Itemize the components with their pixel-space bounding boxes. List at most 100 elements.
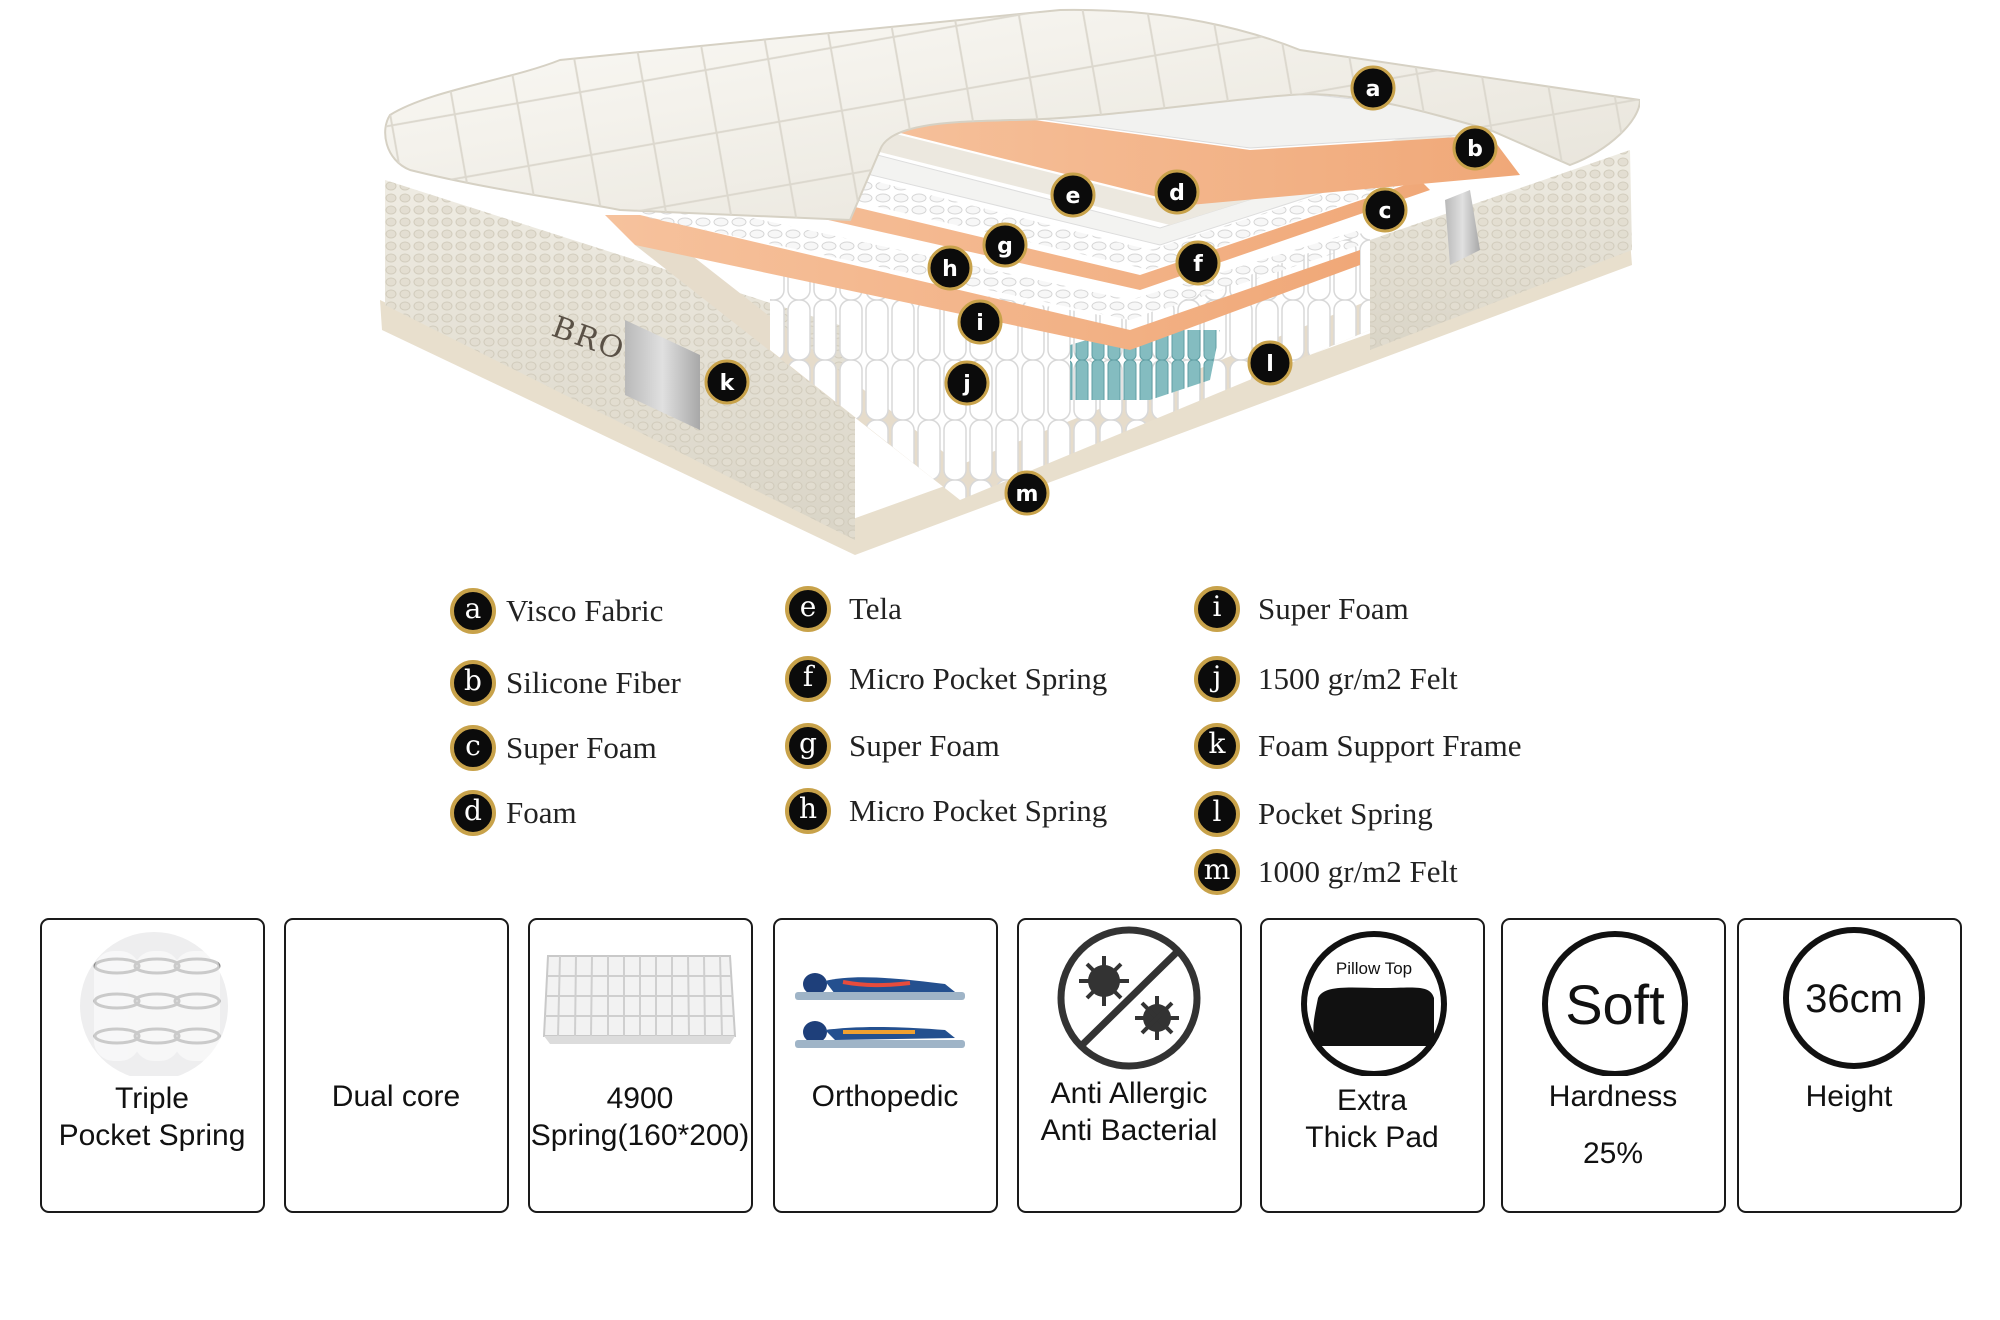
feature-card-triple-pocket-spring: Triple Pocket Spring: [40, 918, 265, 1213]
diagram-callouts: a b c d e f g h i j k l m: [704, 65, 1498, 516]
callout-j: j: [944, 360, 990, 406]
legend-item-m: m 1000 gr/m2 Felt: [1194, 847, 1458, 897]
feature-card-dual-core: Dual core: [284, 918, 509, 1213]
legend-badge: i: [1194, 586, 1240, 632]
svg-text:e: e: [1066, 184, 1081, 209]
feature-card-pillow-top: Pillow Top Extra Thick Pad: [1260, 918, 1485, 1213]
callout-a: a: [1350, 65, 1396, 111]
legend-label: Super Foam: [849, 728, 1000, 763]
legend-item-j: j 1500 gr/m2 Felt: [1194, 654, 1458, 704]
feature-text: Extra Thick Pad: [1262, 1082, 1482, 1156]
foam-frame-right: [1445, 190, 1480, 265]
svg-text:c: c: [1378, 199, 1391, 224]
feature-line1: Anti Allergic: [1050, 1077, 1208, 1110]
svg-text:36cm: 36cm: [1805, 977, 1903, 1021]
svg-text:Soft: Soft: [1565, 973, 1665, 1036]
legend-badge: j: [1194, 656, 1240, 702]
callout-e: e: [1050, 172, 1096, 218]
callout-c: c: [1362, 187, 1408, 233]
legend-badge: e: [785, 586, 831, 632]
feature-line2: Thick Pad: [1305, 1121, 1439, 1154]
feature-line2: Spring(160*200): [530, 1119, 750, 1152]
foam-frame-left: [625, 320, 700, 430]
feature-text: Height: [1739, 1078, 1959, 1115]
feature-text: Orthopedic: [775, 1078, 995, 1115]
svg-text:f: f: [1193, 252, 1203, 277]
legend-item-g: g Super Foam: [785, 721, 1000, 771]
svg-text:d: d: [1169, 181, 1185, 206]
feature-line2: Anti Bacterial: [1040, 1114, 1218, 1147]
feature-text: Dual core: [286, 1078, 506, 1115]
callout-g: g: [982, 222, 1028, 268]
legend-label: Silicone Fiber: [506, 665, 681, 700]
legend-item-l: l Pocket Spring: [1194, 789, 1433, 839]
super-foam-i: [605, 215, 1360, 350]
callout-b: b: [1452, 125, 1498, 171]
legend-item-c: c Super Foam: [450, 723, 657, 773]
callout-f: f: [1175, 240, 1221, 286]
pillow-top-icon: Pillow Top: [1301, 931, 1447, 1076]
feature-line2: Pocket Spring: [58, 1119, 246, 1152]
legend-label: Visco Fabric: [506, 593, 664, 628]
feature-text: 4900 Spring(160*200): [530, 1080, 750, 1154]
callout-k: k: [704, 359, 750, 405]
legend-badge: f: [785, 656, 831, 702]
feature-text: Anti Allergic Anti Bacterial: [1019, 1075, 1239, 1149]
height-circle-icon: 36cm: [1783, 927, 1925, 1069]
legend-badge: m: [1194, 849, 1240, 895]
legend-label: 1500 gr/m2 Felt: [1258, 661, 1458, 696]
legend-item-i: i Super Foam: [1194, 584, 1409, 634]
feature-card-height: 36cm Height: [1737, 918, 1962, 1213]
feature-line1: Hardness: [1548, 1080, 1678, 1113]
legend-label: Super Foam: [506, 730, 657, 765]
svg-text:b: b: [1467, 137, 1483, 162]
svg-text:g: g: [997, 234, 1013, 259]
callout-h: h: [927, 245, 973, 291]
feature-card-orthopedic: Orthopedic: [773, 918, 998, 1213]
super-foam-c: [840, 100, 1520, 205]
callout-m: m: [1004, 470, 1050, 516]
callout-d: d: [1154, 169, 1200, 215]
legend-label: Pocket Spring: [1258, 796, 1433, 831]
feature-line1: Extra: [1336, 1084, 1408, 1117]
legend-item-h: h Micro Pocket Spring: [785, 786, 1107, 836]
feature-card-anti-allergic: Anti Allergic Anti Bacterial: [1017, 918, 1242, 1213]
legend-item-e: e Tela: [785, 584, 902, 634]
legend-label: Foam Support Frame: [1258, 728, 1522, 763]
legend-label: Super Foam: [1258, 591, 1409, 626]
svg-text:h: h: [942, 257, 958, 282]
legend-label: 1000 gr/m2 Felt: [1258, 854, 1458, 889]
svg-text:k: k: [720, 371, 736, 396]
micro-spring-h: [635, 200, 1360, 320]
feature-card-hardness: Soft Hardness 25%: [1501, 918, 1726, 1213]
soft-circle-icon: Soft: [1542, 931, 1688, 1076]
no-bacteria-icon: [1057, 926, 1201, 1070]
callout-l: l: [1247, 340, 1293, 386]
svg-text:i: i: [976, 311, 984, 336]
spine-alignment-icon: [795, 973, 965, 1048]
legend-badge: l: [1194, 791, 1240, 837]
legend-item-a: a Visco Fabric: [450, 586, 663, 636]
legend-item-k: k Foam Support Frame: [1194, 721, 1522, 771]
teal-spring-core: [1070, 330, 1220, 400]
svg-text:m: m: [1016, 482, 1039, 507]
bottom-felt: [380, 240, 1632, 555]
legend-badge: h: [785, 788, 831, 834]
feature-line1: Height: [1805, 1080, 1893, 1113]
legend-badge: c: [450, 725, 496, 771]
feature-card-spring-count: 4900 Spring(160*200): [528, 918, 753, 1213]
legend-label: Micro Pocket Spring: [849, 793, 1108, 828]
legend-label: Foam: [506, 795, 577, 830]
feature-line1: 4900: [606, 1082, 674, 1115]
feature-line1: Triple: [115, 1082, 189, 1115]
feature-line2: 25%: [1582, 1137, 1644, 1170]
legend-item-b: b Silicone Fiber: [450, 658, 681, 708]
legend-badge: d: [450, 790, 496, 836]
legend-label: Micro Pocket Spring: [849, 661, 1108, 696]
feature-text: Triple Pocket Spring: [42, 1080, 262, 1154]
legend-item-d: d Foam: [450, 788, 577, 838]
svg-text:a: a: [1366, 77, 1381, 102]
legend-badge: k: [1194, 723, 1240, 769]
legend-label: Tela: [849, 591, 902, 626]
legend-badge: a: [450, 588, 496, 634]
